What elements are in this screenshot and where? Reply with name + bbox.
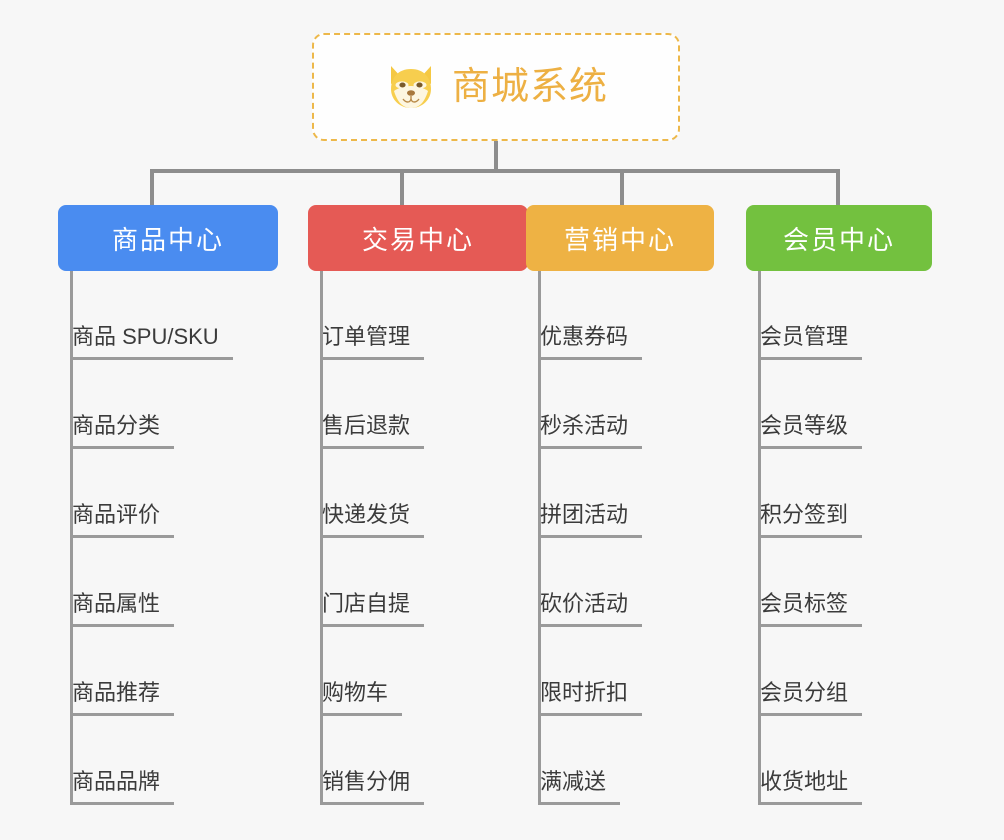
leaf-label: 商品属性 <box>70 593 175 627</box>
branch-column-4: 会员中心 会员管理 会员等级 积分签到 会员标签 会员分组 收货地址 <box>746 205 966 805</box>
leaf-label: 会员管理 <box>758 326 863 360</box>
leaf-item[interactable]: 商品品牌 <box>58 716 278 805</box>
leaf-label: 快递发货 <box>320 504 425 538</box>
leaf-label: 拼团活动 <box>538 504 643 538</box>
branch-header-4-label: 会员中心 <box>782 224 895 255</box>
leaf-label: 商品 SPU/SKU <box>70 326 233 360</box>
leaf-item[interactable]: 秒杀活动 <box>526 360 746 449</box>
branch-column-2: 交易中心 订单管理 售后退款 快递发货 门店自提 购物车 销售分佣 <box>308 205 528 805</box>
branch-header-2-label: 交易中心 <box>361 224 474 255</box>
leaf-label: 商品推荐 <box>70 682 175 716</box>
branch-rail-3 <box>538 271 541 805</box>
branch-rail-1 <box>70 271 73 805</box>
leaf-label: 会员分组 <box>758 682 863 716</box>
connector-horizontal-bus <box>150 169 840 173</box>
leaf-label: 砍价活动 <box>538 593 643 627</box>
branch-header-3-label: 营销中心 <box>563 224 676 255</box>
leaf-label: 限时折扣 <box>538 682 643 716</box>
connector-root-stem <box>494 141 498 172</box>
leaf-label: 销售分佣 <box>320 771 425 805</box>
leaf-label: 商品评价 <box>70 504 175 538</box>
leaf-label: 购物车 <box>320 682 403 716</box>
branch-header-2[interactable]: 交易中心 <box>308 205 528 271</box>
leaf-list-3: 优惠券码 秒杀活动 拼团活动 砍价活动 限时折扣 满减送 <box>526 271 746 805</box>
leaf-item[interactable]: 会员管理 <box>746 271 966 360</box>
leaf-item[interactable]: 限时折扣 <box>526 627 746 716</box>
leaf-item[interactable]: 商品分类 <box>58 360 278 449</box>
leaf-list-2: 订单管理 售后退款 快递发货 门店自提 购物车 销售分佣 <box>308 271 528 805</box>
leaf-label: 优惠券码 <box>538 326 643 360</box>
leaf-item[interactable]: 满减送 <box>526 716 746 805</box>
leaf-label: 会员标签 <box>758 593 863 627</box>
leaf-label: 商品品牌 <box>70 771 175 805</box>
branch-header-1[interactable]: 商品中心 <box>58 205 278 271</box>
leaf-item[interactable]: 砍价活动 <box>526 538 746 627</box>
leaf-label: 商品分类 <box>70 415 175 449</box>
leaf-item[interactable]: 收货地址 <box>746 716 966 805</box>
leaf-list-4: 会员管理 会员等级 积分签到 会员标签 会员分组 收货地址 <box>746 271 966 805</box>
leaf-item[interactable]: 会员等级 <box>746 360 966 449</box>
branch-header-1-label: 商品中心 <box>111 224 224 255</box>
root-title: 商城系统 <box>451 66 608 108</box>
connector-drop-1 <box>150 169 154 207</box>
leaf-item[interactable]: 购物车 <box>308 627 528 716</box>
branch-header-3[interactable]: 营销中心 <box>526 205 714 271</box>
leaf-label: 订单管理 <box>320 326 425 360</box>
leaf-item[interactable]: 销售分佣 <box>308 716 528 805</box>
shiba-dog-icon <box>390 66 431 108</box>
leaf-label: 满减送 <box>538 771 621 805</box>
leaf-label: 门店自提 <box>320 593 425 627</box>
branch-header-4[interactable]: 会员中心 <box>746 205 932 271</box>
root-node[interactable]: 商城系统 <box>312 33 680 141</box>
leaf-item[interactable]: 会员标签 <box>746 538 966 627</box>
leaf-list-1: 商品 SPU/SKU 商品分类 商品评价 商品属性 商品推荐 商品品牌 <box>58 271 278 805</box>
leaf-item[interactable]: 商品 SPU/SKU <box>58 271 278 360</box>
leaf-label: 售后退款 <box>320 415 425 449</box>
leaf-item[interactable]: 门店自提 <box>308 538 528 627</box>
leaf-item[interactable]: 拼团活动 <box>526 449 746 538</box>
branch-column-3: 营销中心 优惠券码 秒杀活动 拼团活动 砍价活动 限时折扣 满减送 <box>526 205 746 805</box>
connector-drop-3 <box>620 169 624 207</box>
leaf-item[interactable]: 优惠券码 <box>526 271 746 360</box>
leaf-item[interactable]: 商品属性 <box>58 538 278 627</box>
branch-column-1: 商品中心 商品 SPU/SKU 商品分类 商品评价 商品属性 商品推荐 商品品牌 <box>58 205 278 805</box>
leaf-item[interactable]: 快递发货 <box>308 449 528 538</box>
leaf-label: 秒杀活动 <box>538 415 643 449</box>
branch-rail-4 <box>758 271 761 805</box>
connector-drop-2 <box>400 169 404 207</box>
leaf-item[interactable]: 售后退款 <box>308 360 528 449</box>
leaf-item[interactable]: 订单管理 <box>308 271 528 360</box>
leaf-label: 会员等级 <box>758 415 863 449</box>
leaf-item[interactable]: 会员分组 <box>746 627 966 716</box>
branch-rail-2 <box>320 271 323 805</box>
leaf-label: 积分签到 <box>758 504 863 538</box>
connector-drop-4 <box>836 169 840 207</box>
leaf-item[interactable]: 积分签到 <box>746 449 966 538</box>
leaf-label: 收货地址 <box>758 771 863 805</box>
leaf-item[interactable]: 商品评价 <box>58 449 278 538</box>
leaf-item[interactable]: 商品推荐 <box>58 627 278 716</box>
